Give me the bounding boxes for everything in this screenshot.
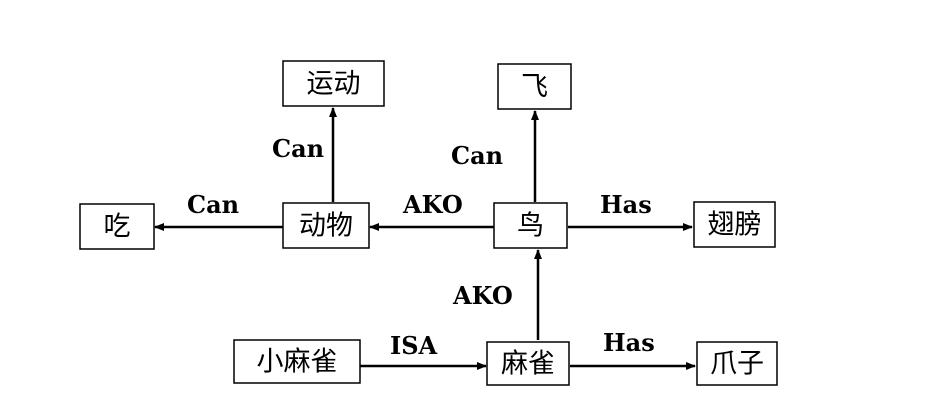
edge-maque-has-zhuazi: Has (570, 328, 696, 370)
node-niao: 鸟 (493, 202, 568, 249)
edge-dongwu-can-yundong: Can (272, 107, 337, 202)
edge-label-ako-dongwu: AKO (402, 190, 463, 219)
node-label-chibang: 翅膀 (708, 210, 762, 241)
edge-niao-has-chibang: Has (568, 190, 693, 231)
node-label-zhuazi: 爪子 (710, 349, 764, 380)
edge-niao-can-fei: Can (451, 110, 539, 202)
node-label-yundong: 运动 (307, 69, 361, 100)
edge-dongwu-can-chi: Can (154, 190, 283, 231)
node-fei: 飞 (497, 63, 572, 110)
edge-label-can-yundong: Can (272, 134, 324, 163)
node-label-niao: 鸟 (517, 211, 544, 242)
node-label-dongwu: 动物 (299, 211, 353, 242)
node-label-chi: 吃 (104, 212, 131, 243)
edge-maque-ako-niao: AKO (452, 249, 542, 340)
edge-label-has-chibang: Has (600, 190, 652, 219)
edge-niao-ako-dongwu: AKO (369, 190, 494, 231)
edge-label-has-zhuazi: Has (603, 328, 655, 357)
node-maque: 麻雀 (486, 341, 570, 386)
node-yundong: 运动 (282, 60, 385, 107)
edge-xiaomaque-isa-maque: ISA (360, 331, 487, 370)
node-xiaomaque: 小麻雀 (233, 339, 361, 384)
edge-label-can-fei: Can (451, 141, 503, 170)
node-chibang: 翅膀 (693, 201, 776, 248)
edge-label-ako-niao: AKO (452, 281, 513, 310)
edge-label-can-chi: Can (187, 190, 239, 219)
node-label-xiaomaque: 小麻雀 (257, 347, 338, 378)
node-chi: 吃 (79, 203, 155, 250)
node-label-maque: 麻雀 (501, 349, 555, 380)
node-label-fei: 飞 (521, 72, 548, 103)
node-dongwu: 动物 (282, 202, 370, 249)
edge-label-isa-maque: ISA (390, 331, 438, 360)
node-zhuazi: 爪子 (696, 341, 778, 386)
